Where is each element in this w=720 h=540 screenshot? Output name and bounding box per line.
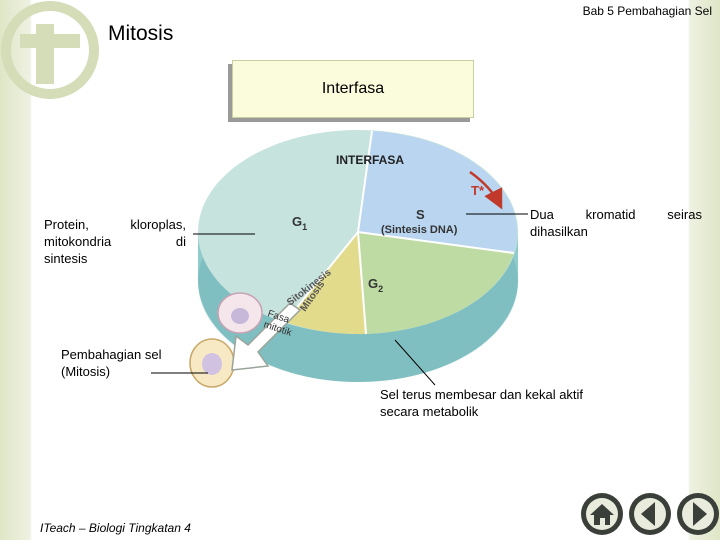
- next-button[interactable]: [676, 492, 720, 536]
- annotation-dua-kromatid: Dua kromatid seiras dihasilkan: [530, 206, 702, 240]
- annotation-pembahagian-sel: Pembahagian sel (Mitosis): [61, 346, 161, 380]
- footer-text: ITeach – Biologi Tingkatan 4: [40, 521, 191, 535]
- annotation-sel-terus: Sel terus membesar dan kekal aktif secar…: [380, 386, 583, 420]
- phase-s-desc: (Sintesis DNA): [381, 224, 458, 236]
- prev-button[interactable]: [628, 492, 672, 536]
- interfasa-diagram-label: INTERFASA: [336, 153, 404, 167]
- annotation-protein: Protein, kloroplas, mitokondria di sinte…: [44, 216, 186, 267]
- parent-cell-icon: [218, 293, 262, 333]
- checkpoint-label: T*: [471, 183, 485, 198]
- home-button[interactable]: [580, 492, 624, 536]
- daughter-cell-icon: [190, 339, 234, 387]
- phase-s-label: S: [416, 207, 425, 222]
